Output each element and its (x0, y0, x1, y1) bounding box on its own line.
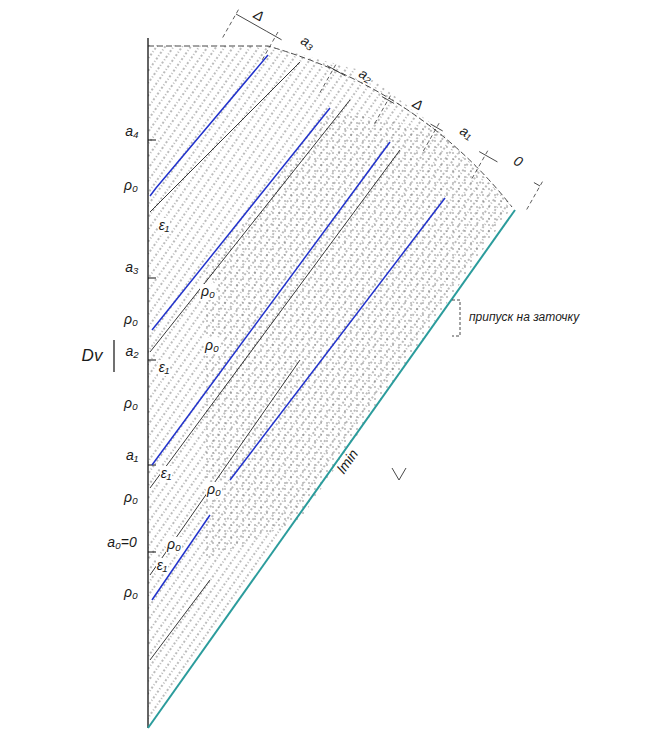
step-label: a₀=0 (106, 535, 138, 550)
label-anchor: ε₁ (156, 558, 169, 573)
axis-line (147, 38, 148, 728)
dimension-line (534, 183, 540, 186)
length-marker (392, 468, 406, 480)
cutting-edge-line (148, 210, 515, 728)
label-anchor: a₃ (124, 260, 139, 275)
dimension-tick (422, 123, 439, 153)
step-label: a₃ (124, 260, 139, 275)
radius-label: ρ₀ (123, 312, 139, 327)
angle-label: ε₁ (158, 218, 171, 233)
label-anchor: a₁ (125, 448, 139, 463)
radius-label: ρ₀ (200, 284, 216, 299)
label-anchor: ρ₀ (200, 284, 216, 299)
label-anchor: ε₁ (158, 218, 171, 233)
blue-profile-line (152, 142, 390, 465)
dimension-tick (261, 32, 278, 62)
radius-label: ρ₀ (206, 482, 222, 497)
label-anchor: припуск на заточку (468, 311, 580, 324)
step-label: a₁ (125, 448, 139, 463)
diameter-bar (113, 340, 114, 372)
label-anchor: lmin (334, 446, 363, 477)
blue-profile-line (150, 55, 268, 196)
blue-profile-line (152, 515, 210, 600)
dimension-line (431, 124, 443, 131)
blue-profile-line (230, 198, 445, 480)
label-anchor: ρ₀ (123, 312, 139, 327)
dimension-label: 0 (510, 153, 526, 171)
dimension-line (327, 66, 345, 76)
label-anchor: ρ₀ (123, 585, 139, 600)
allowance-bracket (452, 300, 460, 336)
dimension-label: a₁ (456, 122, 476, 142)
angle-label: ε₁ (158, 360, 171, 375)
profile-line (150, 62, 300, 212)
dimension-label: a₃ (297, 33, 318, 54)
label-anchor: ρ₀ (204, 338, 220, 353)
dimension-label: lmin (334, 446, 363, 477)
radius-label: ρ₀ (204, 338, 220, 353)
label-anchor: Δ (408, 96, 426, 115)
top-boundary (148, 46, 512, 207)
step-label: a₂ (124, 344, 139, 359)
dimension-tick (319, 65, 336, 95)
dimension-tick (373, 96, 390, 126)
profile-line (150, 150, 400, 488)
profile-line (150, 100, 350, 352)
label-anchor: a₃ (297, 33, 318, 54)
dotted-region (205, 110, 512, 560)
label-anchor: a₄ (124, 124, 139, 139)
axis-tick (148, 278, 156, 279)
dimension-line (382, 97, 394, 104)
note-label: припуск на заточку (468, 311, 580, 324)
diameter-label: Dv (81, 347, 104, 366)
label-anchor: ρ₀ (166, 537, 182, 552)
dimension-label: Δ (408, 96, 426, 115)
angle-label: ε₁ (156, 558, 169, 573)
step-label: a₄ (124, 124, 139, 139)
dimension-tick (221, 10, 238, 40)
dimension-line (479, 152, 497, 162)
radius-label: ρ₀ (123, 178, 139, 193)
radius-label: ρ₀ (123, 396, 139, 411)
radius-label: ρ₀ (166, 537, 182, 552)
label-anchor: a₂ (124, 344, 139, 359)
profile-line (150, 580, 210, 660)
label-anchor: ρ₀ (123, 178, 139, 193)
axis-tick (148, 552, 156, 553)
dimension-label: a₂ (355, 65, 376, 86)
dimension-tick (471, 151, 488, 181)
label-anchor: ρ₀ (123, 396, 139, 411)
label-anchor: Δ (250, 6, 268, 25)
profile-line (150, 360, 300, 575)
label-anchor: a₁ (456, 122, 476, 142)
hatched-region (148, 45, 512, 728)
dimension-label: Δ (250, 6, 268, 25)
label-anchor: ρ₀ (206, 482, 222, 497)
label-anchor: a₂ (355, 65, 376, 86)
label-anchor: Dv (81, 347, 104, 366)
label-anchor: a₀=0 (106, 535, 138, 550)
label-anchor: ε₁ (158, 360, 171, 375)
axis-tick (148, 360, 156, 361)
radius-label: ρ₀ (123, 585, 139, 600)
angle-label: ε₁ (160, 466, 173, 481)
label-anchor: 0 (510, 153, 526, 171)
label-anchor: ε₁ (160, 466, 173, 481)
blue-profile-line (152, 108, 330, 330)
axis-tick (148, 140, 156, 141)
radius-label: ρ₀ (123, 490, 139, 505)
label-anchor: ρ₀ (123, 490, 139, 505)
dimension-tick (525, 182, 542, 212)
